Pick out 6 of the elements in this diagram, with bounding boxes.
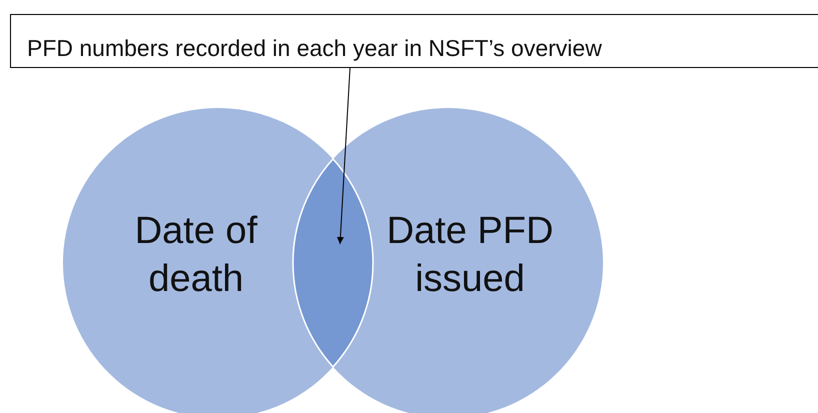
text-box [10,14,818,68]
circle-label: Date PFD issued [386,209,554,302]
leader-arrow [336,68,350,244]
circle-label: Date of death [134,209,258,302]
overlap-region [293,159,373,367]
callout-text: PFD numbers recorded in each year in NSFT’s overview [27,35,602,62]
